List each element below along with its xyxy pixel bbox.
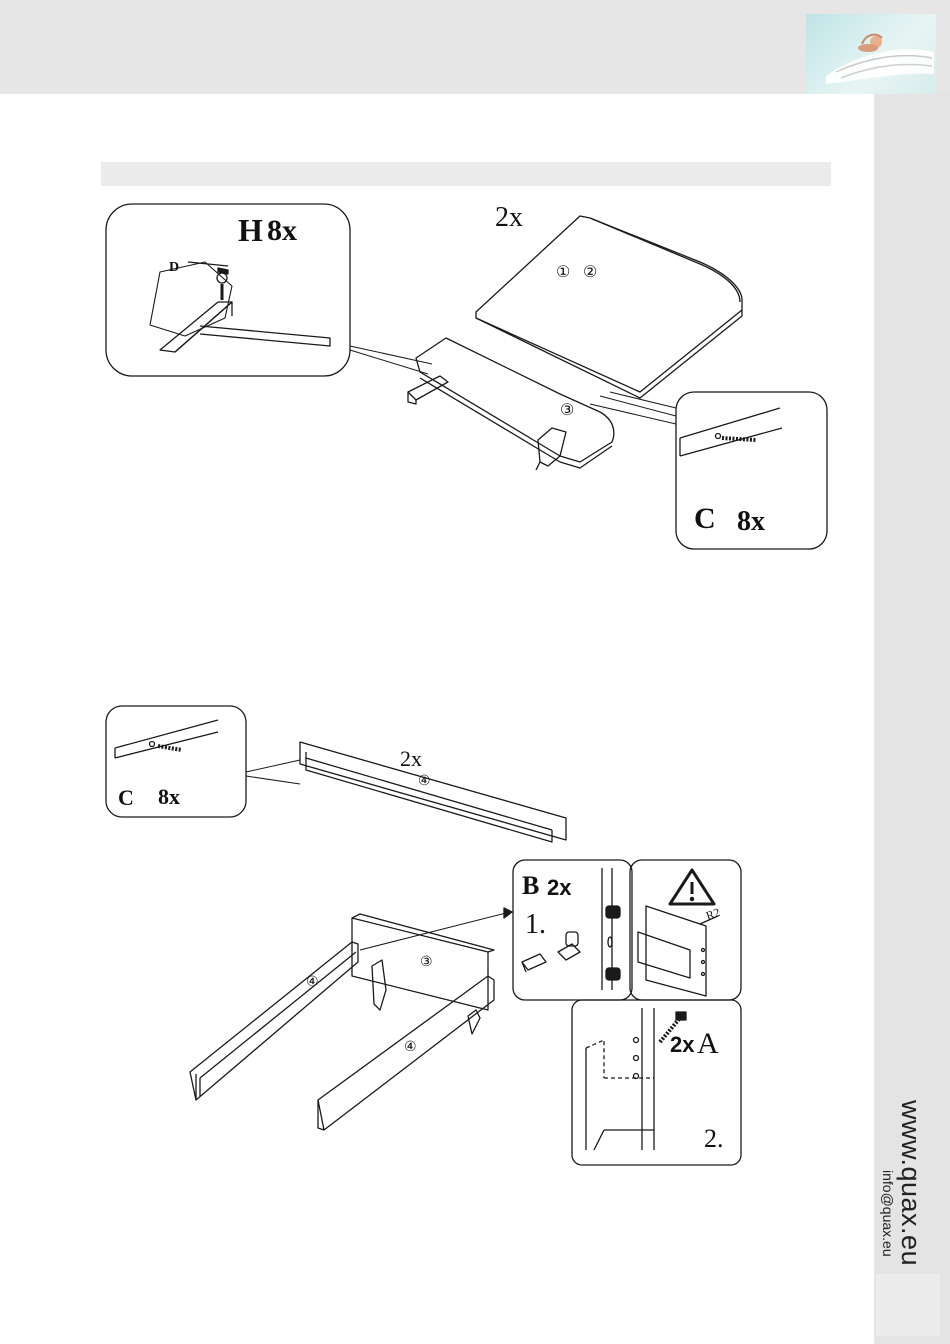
- part-number-4-right: ④: [404, 1041, 417, 1055]
- part-number-4-top: ④: [418, 775, 431, 789]
- step2-quantity: 2x: [400, 748, 422, 770]
- inset-c2-count: 8x: [158, 786, 180, 808]
- side-rail-top: [300, 742, 566, 840]
- inset-b-count: 2x: [547, 877, 571, 899]
- inset-h-letter: H: [238, 214, 263, 246]
- part-number-2: ②: [583, 265, 597, 281]
- part-number-3: ③: [560, 403, 574, 419]
- headboard-panel: [476, 216, 742, 392]
- inset-c2-letter: C: [118, 787, 134, 809]
- inset-h-sub-label: D: [169, 261, 179, 275]
- inset-c-letter: C: [694, 504, 716, 534]
- part-number-3-frame: ③: [420, 956, 433, 970]
- inset-a-letter: A: [697, 1029, 719, 1059]
- inset-a-step: 2.: [704, 1126, 724, 1152]
- inset-b-letter: B: [522, 873, 539, 899]
- inset-b-step: 1.: [525, 911, 546, 939]
- inset-c-count: 8x: [737, 508, 765, 536]
- part-number-1: ①: [556, 265, 570, 281]
- inset-h-count: 8x: [267, 216, 297, 246]
- inset-a-count: 2x: [670, 1034, 694, 1056]
- step1-quantity: 2x: [495, 204, 523, 232]
- inset-h-frame: [106, 204, 350, 376]
- left-rail: [190, 942, 358, 1100]
- part-number-4-left: ④: [306, 976, 319, 990]
